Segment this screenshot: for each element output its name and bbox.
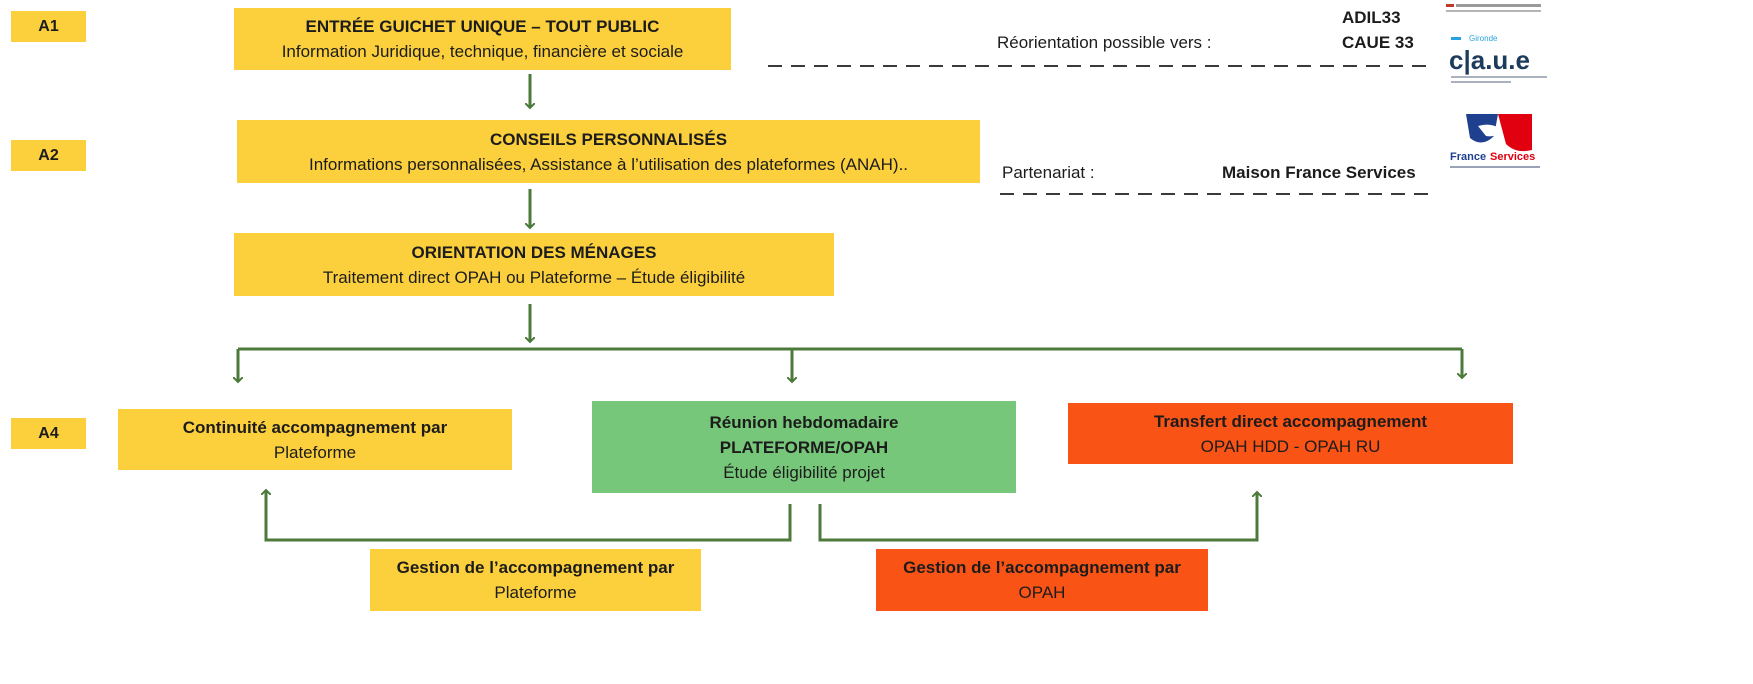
adil-logo — [1446, 2, 1546, 18]
arrow-back-to-right — [818, 492, 1257, 542]
box-entree-subtitle: Information Juridique, technique, financ… — [281, 42, 684, 61]
tag-a1: A1 — [11, 11, 86, 42]
box-transfert: Transfert direct accompagnement OPAH HDD… — [1068, 403, 1513, 464]
box-entree-guichet: ENTRÉE GUICHET UNIQUE – TOUT PUBLIC Info… — [234, 8, 731, 70]
svg-text:France: France — [1450, 151, 1486, 163]
box-conseils: CONSEILS PERSONNALISÉS Informations pers… — [237, 120, 980, 183]
box-gestion-plateforme-title: Gestion de l’accompagnement par — [396, 558, 675, 577]
box-orientation: ORIENTATION DES MÉNAGES Traitement direc… — [234, 233, 834, 296]
box-gestion-opah-title: Gestion de l’accompagnement par — [903, 558, 1181, 577]
box-reunion-line3: Étude éligibilité projet — [723, 462, 885, 482]
box-reunion: Réunion hebdomadaire PLATEFORME/OPAH Étu… — [592, 401, 1016, 493]
box-gestion-plateforme: Gestion de l’accompagnement par Platefor… — [370, 549, 701, 611]
reorientation-label: Réorientation possible vers : — [997, 33, 1212, 52]
france-services-logo-graphic: France Services — [1450, 114, 1540, 168]
box-conseils-title: CONSEILS PERSONNALISÉS — [489, 129, 728, 149]
target-caue33: CAUE 33 — [1342, 33, 1414, 52]
box-continuite-subtitle: Plateforme — [273, 442, 357, 462]
caue-logo: Gironde c|a.u.e — [1447, 30, 1551, 94]
box-conseils-subtitle: Informations personnalisées, Assistance … — [308, 154, 909, 174]
france-services-logo: France Services — [1446, 108, 1552, 176]
box-transfert-subtitle: OPAH HDD - OPAH RU — [1200, 436, 1381, 456]
box-gestion-plateforme-subtitle: Plateforme — [494, 583, 577, 602]
box-reunion-line2: PLATEFORME/OPAH — [719, 437, 889, 457]
caue-logo-graphic: Gironde c|a.u.e — [1449, 34, 1547, 83]
box-continuite-title: Continuité accompagnement par — [182, 417, 448, 437]
box-continuite: Continuité accompagnement par Plateforme — [118, 409, 512, 470]
box-reunion-line1: Réunion hebdomadaire — [709, 412, 899, 432]
arrow-back-to-left — [266, 490, 792, 542]
target-adil33: ADIL33 — [1342, 8, 1401, 27]
svg-text:c|a.u.e: c|a.u.e — [1449, 45, 1530, 75]
adil-logo-graphic — [1446, 4, 1541, 12]
box-transfert-title: Transfert direct accompagnement — [1153, 411, 1428, 431]
partenariat-label: Partenariat : — [1002, 163, 1095, 182]
box-orientation-subtitle: Traitement direct OPAH ou Plateforme – É… — [322, 267, 746, 287]
svg-text:Gironde: Gironde — [1469, 34, 1498, 43]
box-gestion-opah: Gestion de l’accompagnement par OPAH — [876, 549, 1208, 611]
partner-name: Maison France Services — [1222, 163, 1416, 182]
box-gestion-opah-subtitle: OPAH — [1018, 583, 1066, 602]
tag-a2: A2 — [11, 140, 86, 171]
svg-text:Services: Services — [1490, 151, 1535, 163]
tag-a4: A4 — [11, 418, 86, 449]
box-orientation-title: ORIENTATION DES MÉNAGES — [411, 242, 657, 262]
box-entree-title: ENTRÉE GUICHET UNIQUE – TOUT PUBLIC — [305, 17, 660, 36]
